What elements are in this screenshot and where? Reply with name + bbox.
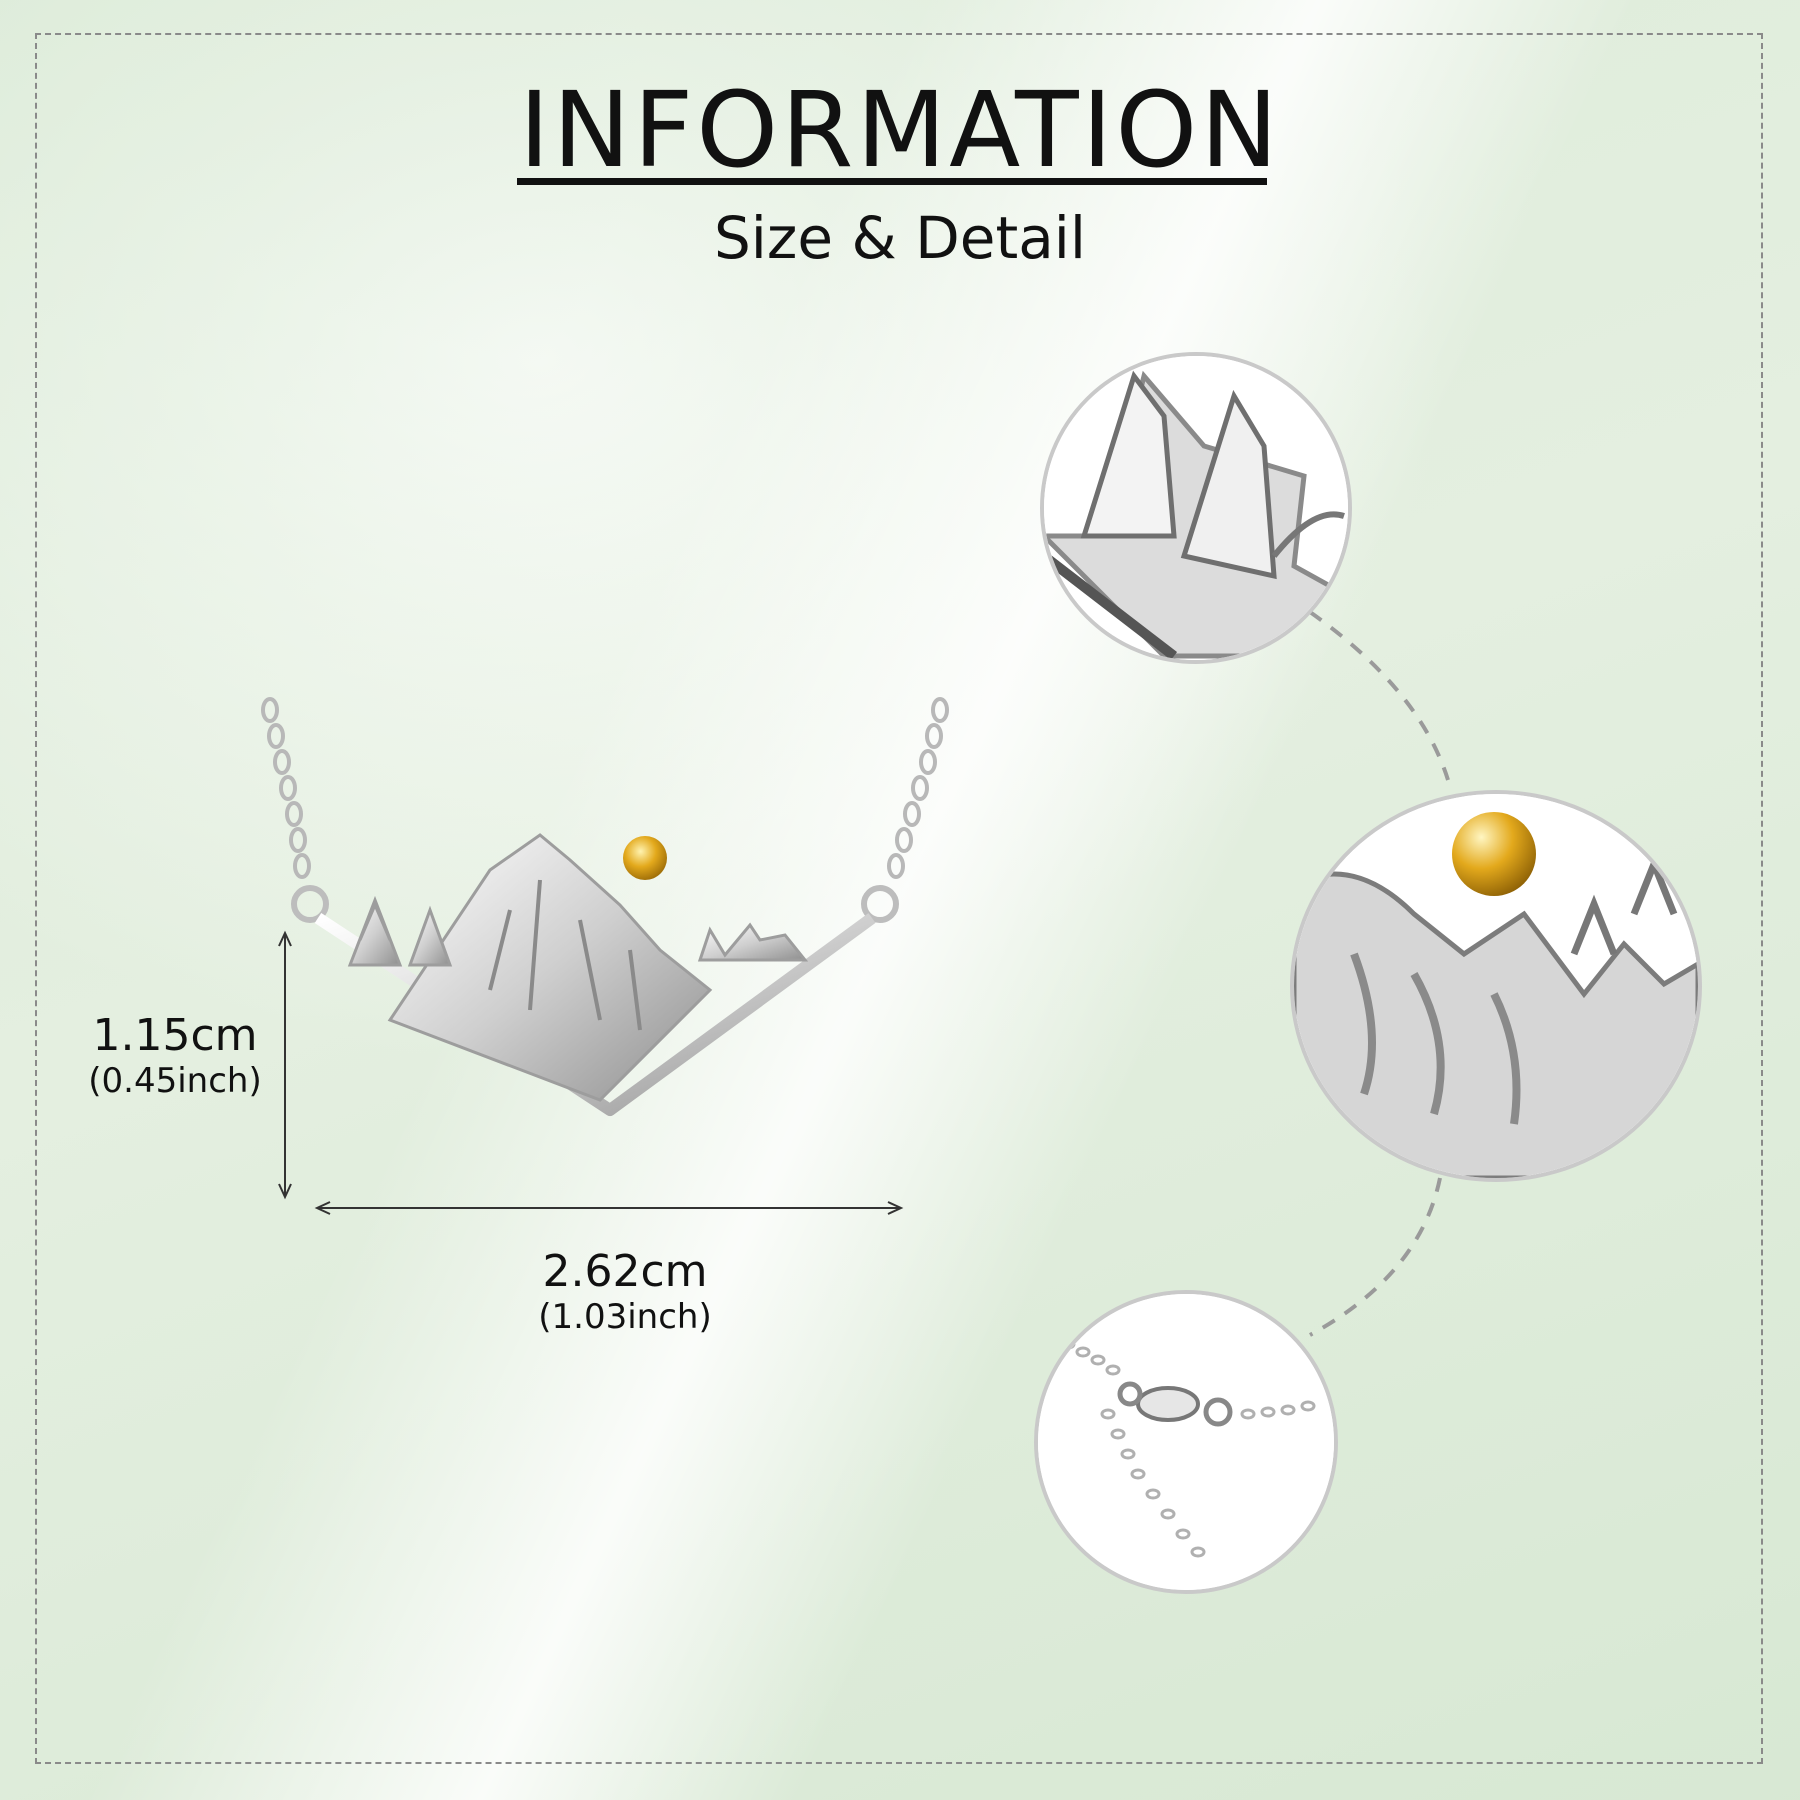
page-subtitle: Size & Detail — [713, 204, 1086, 272]
clasp-detail-icon — [1038, 1294, 1334, 1590]
sun-mountain-detail-circle — [1290, 790, 1702, 1182]
height-inch-label: (0.45inch) — [88, 1061, 262, 1101]
height-cm-label: 1.15cm — [92, 1010, 258, 1061]
trees-detail-circle — [1040, 352, 1352, 664]
width-cm-label: 2.62cm — [542, 1246, 708, 1297]
clasp-detail-circle — [1034, 1290, 1338, 1594]
necklace-pendant-image — [261, 697, 949, 1116]
trees-detail-icon — [1044, 356, 1348, 660]
sun-mountain-detail-icon — [1294, 794, 1698, 1178]
page-title: INFORMATION — [518, 69, 1282, 191]
width-inch-label: (1.03inch) — [538, 1297, 712, 1337]
dashed-frame — [35, 33, 1763, 1764]
title-underline — [517, 178, 1267, 185]
